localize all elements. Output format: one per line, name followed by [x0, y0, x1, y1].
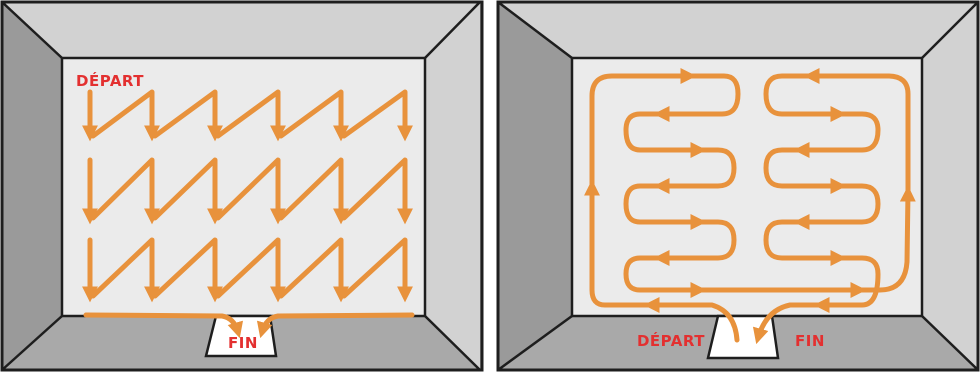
room-left-corner-lines: [1, 1, 481, 371]
room-left-start-label: DÉPART: [76, 71, 144, 90]
room-left-top-wall: [2, 2, 480, 58]
room-left-zigzag-path: [81, 89, 415, 339]
room-right-end-label: FIN: [795, 332, 825, 350]
room-left-right-wall: [425, 2, 480, 370]
room-left-end-label: FIN: [228, 334, 258, 352]
room-right-serpentine-path: [583, 67, 916, 345]
room-right-corner-lines: [497, 1, 979, 372]
room-right-right-wall: [922, 2, 978, 370]
room-right: DÉPART FIN: [496, 0, 980, 372]
room-right-top-wall: [498, 2, 978, 58]
room-right-start-label: DÉPART: [637, 331, 705, 350]
room-left: DÉPART FIN: [0, 0, 484, 372]
room-left-floor: [60, 56, 427, 318]
